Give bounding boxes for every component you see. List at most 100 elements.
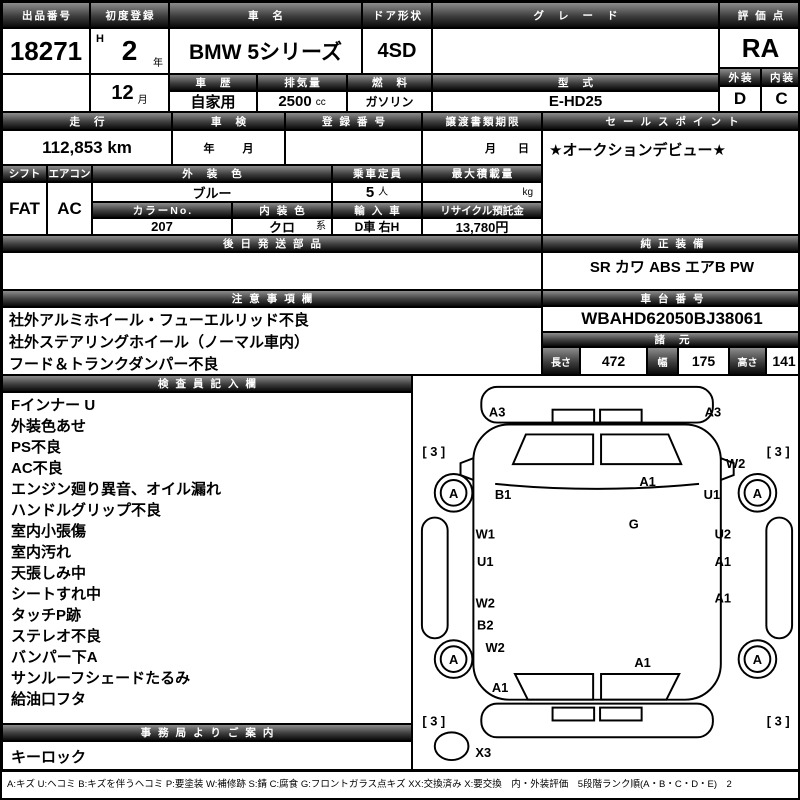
inspector-item: ハンドルグリップ不良	[11, 502, 162, 519]
interior-color-name: クロ	[268, 220, 295, 235]
right-rocker-panel	[765, 516, 794, 640]
damage-marker: A	[753, 652, 762, 667]
length-header: 長さ	[542, 347, 580, 375]
inspector-item: タッチP跡	[11, 607, 82, 624]
inspector-item: 天張しみ中	[11, 565, 87, 582]
inspector-item: 室内汚れ	[11, 544, 72, 561]
first-registration-value: H 2 年	[90, 28, 169, 74]
damage-marker: W2	[486, 640, 505, 655]
note-line: 社外ステアリングホイール（ノーマル車内）	[9, 334, 310, 351]
recycle-deposit-value: 13,780円	[422, 218, 542, 235]
inspection-header: 車検	[172, 112, 285, 130]
damage-marker: U1	[477, 554, 493, 569]
damage-marker: B2	[477, 617, 493, 632]
mileage-header: 走行	[2, 112, 172, 130]
displacement-number: 2500	[278, 93, 312, 110]
interior-color-value: クロ 系	[232, 218, 332, 235]
damage-marker: [ 3 ]	[767, 444, 790, 459]
capacity-header: 乗車定員	[332, 165, 422, 182]
note-line: 社外アルミホイール・フューエルリッド不良	[9, 312, 309, 329]
import-header: 輸入車	[332, 202, 422, 218]
rear-window-left	[513, 672, 595, 701]
model-code-header: 型式	[432, 74, 719, 91]
aircon-value: AC	[47, 182, 92, 235]
score-value: RA	[719, 28, 798, 68]
score-header: 評価点	[719, 2, 798, 28]
month-number: 12	[111, 81, 134, 104]
cowl-line	[495, 482, 700, 490]
exterior-color-header: 外装色	[92, 165, 332, 182]
damage-marker: A	[449, 486, 458, 501]
registration-number-value	[285, 130, 422, 165]
exterior-score-header: 外装	[719, 68, 761, 86]
wheel-front-left-rim	[439, 478, 468, 507]
car-name-value: BMW 5シリーズ	[169, 28, 362, 74]
interior-score-value: C	[761, 86, 798, 112]
damage-marker: A1	[715, 591, 731, 606]
lot-number-header: 出品番号	[2, 2, 90, 28]
inspector-item: 室内小張傷	[11, 523, 87, 540]
shift-value: FAT	[2, 182, 47, 235]
damage-marker: A3	[705, 405, 721, 420]
mileage-value: 112,853 km	[2, 130, 172, 165]
shift-header: シフト	[2, 165, 47, 182]
legend-bar: A:キズ U:ヘコミ B:キズを伴うヘコミ P:要塗装 W:補修跡 S:錆 C:…	[2, 770, 798, 798]
damage-marker: G	[629, 516, 639, 531]
later-parts-value	[2, 252, 542, 290]
inspector-item: シートすれ中	[11, 586, 102, 603]
rear-plate-left	[551, 706, 596, 722]
windshield-left	[511, 433, 595, 466]
office-notice-value: キーロック	[2, 741, 412, 770]
damage-marker: A1	[639, 474, 655, 489]
displacement-value: 2500 cc	[257, 91, 347, 112]
displacement-unit: cc	[315, 97, 326, 108]
door-shape-header: ドア形状	[362, 2, 432, 28]
first-registration-year: 2	[121, 35, 138, 66]
left-mirror	[459, 457, 474, 481]
max-load-unit: kg	[522, 186, 533, 198]
chassis-number-header: 車台番号	[542, 290, 798, 306]
fuel-header: 燃料	[347, 74, 432, 91]
damage-marker: A	[753, 486, 762, 501]
damage-marker: W2	[726, 456, 745, 471]
inspector-notes-header: 検査員記入欄	[2, 375, 412, 392]
damage-marker: B1	[495, 487, 511, 502]
office-notice-header: 事務局よりご案内	[2, 724, 412, 741]
max-load-value: kg	[422, 182, 542, 202]
recycle-deposit-header: リサイクル預託金	[422, 202, 542, 218]
front-bumper	[480, 385, 714, 424]
color-number-header: カラーNo.	[92, 202, 232, 218]
max-load-header: 最大積載量	[422, 165, 542, 182]
damage-marker: [ 3 ]	[422, 444, 445, 459]
transfer-deadline-header: 譲渡書類期限	[422, 112, 542, 130]
wheel-rear-right	[737, 639, 778, 679]
height-value: 141	[766, 347, 798, 375]
inspector-item: バンパー下A	[11, 649, 98, 666]
sales-point-value: ★オークションデビュー★	[542, 130, 798, 235]
width-value: 175	[678, 347, 729, 375]
wheel-rear-left	[433, 639, 474, 679]
era-mark: H	[96, 33, 104, 45]
grade-value	[432, 28, 719, 74]
width-header: 幅	[647, 347, 678, 375]
inspector-item: AC不良	[11, 460, 63, 477]
inspector-item: Fインナー U	[11, 397, 96, 414]
first-registration-header: 初度登録	[90, 2, 169, 28]
model-code-value: E-HD25	[432, 91, 719, 112]
later-parts-header: 後日発送部品	[2, 235, 542, 252]
damage-marker: W1	[476, 526, 495, 541]
wheel-rear-left-rim	[439, 645, 468, 673]
damage-marker: A1	[715, 554, 731, 569]
inspection-month-placeholder: 月	[242, 142, 254, 155]
damage-marker: A1	[634, 655, 650, 670]
wheel-front-right	[737, 473, 778, 513]
rear-bumper	[480, 702, 714, 739]
inspection-year-placeholder: 年	[203, 142, 215, 155]
grade-header: グレード	[432, 2, 719, 28]
lot-number-value: 18271	[2, 28, 90, 74]
damage-marker: U1	[704, 487, 720, 502]
inspector-item: サンルーフシェードたるみ	[11, 670, 191, 687]
door-shape-value: 4SD	[362, 28, 432, 74]
chassis-number-value: WBAHD62050BJ38061	[542, 306, 798, 332]
